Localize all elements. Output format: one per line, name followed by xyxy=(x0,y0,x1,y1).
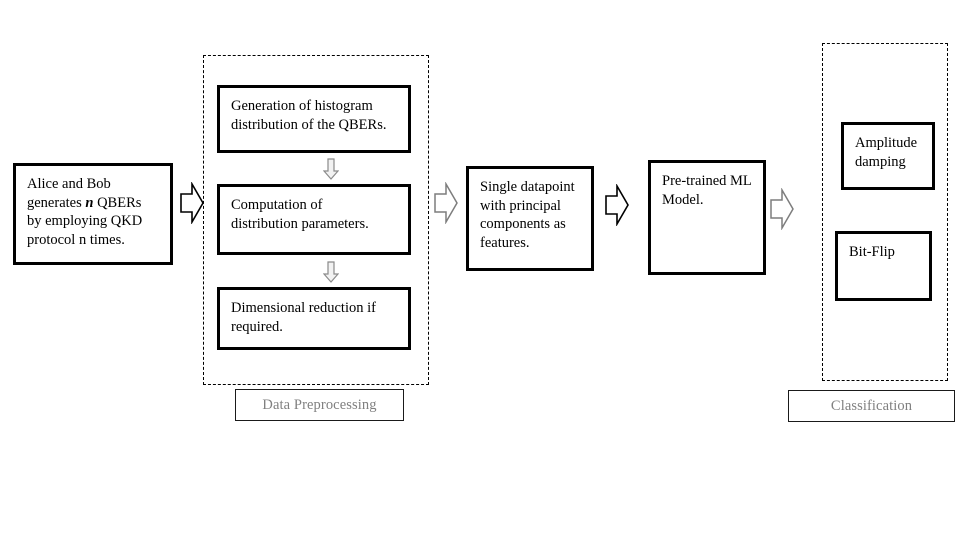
node-distribution-computation: Computation of distribution parameters. xyxy=(217,184,411,255)
group-classification xyxy=(822,43,948,381)
group-label-classification-text: Classification xyxy=(830,397,913,414)
node-dimensional-reduction-label: Dimensional reduction if required. xyxy=(231,300,376,335)
node-single-datapoint: Single datapoint with principal componen… xyxy=(466,166,594,271)
arrow-preprocessing-to-datapoint xyxy=(434,182,458,224)
arrow-ml-model-to-classification xyxy=(770,188,794,230)
group-label-data-preprocessing: Data Preprocessing xyxy=(235,389,404,421)
arrow-histogram-to-computation xyxy=(323,158,339,180)
node-single-datapoint-label: Single datapoint with principal componen… xyxy=(480,179,575,251)
group-label-data-preprocessing-text: Data Preprocessing xyxy=(262,396,377,413)
arrow-source-to-preprocessing xyxy=(180,182,204,224)
arrow-computation-to-dim-reduction xyxy=(323,261,339,283)
group-data-preprocessing xyxy=(203,55,429,385)
node-bit-flip: Bit-Flip xyxy=(835,231,932,301)
node-amplitude-damping: Amplitude damping xyxy=(841,122,935,190)
node-bit-flip-label: Bit-Flip xyxy=(849,244,895,260)
node-pretrained-ml-model: Pre-trained ML Model. xyxy=(648,160,766,275)
group-label-classification: Classification xyxy=(788,390,955,422)
node-histogram-generation-label: Generation of histogram distribution of … xyxy=(231,98,387,133)
node-dimensional-reduction: Dimensional reduction if required. xyxy=(217,287,411,350)
node-amplitude-damping-label: Amplitude damping xyxy=(855,135,918,170)
node-distribution-computation-label: Computation of distribution parameters. xyxy=(231,197,369,232)
arrow-datapoint-to-ml-model xyxy=(605,184,629,226)
node-pretrained-ml-model-label: Pre-trained ML Model. xyxy=(662,173,752,208)
node-histogram-generation: Generation of histogram distribution of … xyxy=(217,85,411,153)
